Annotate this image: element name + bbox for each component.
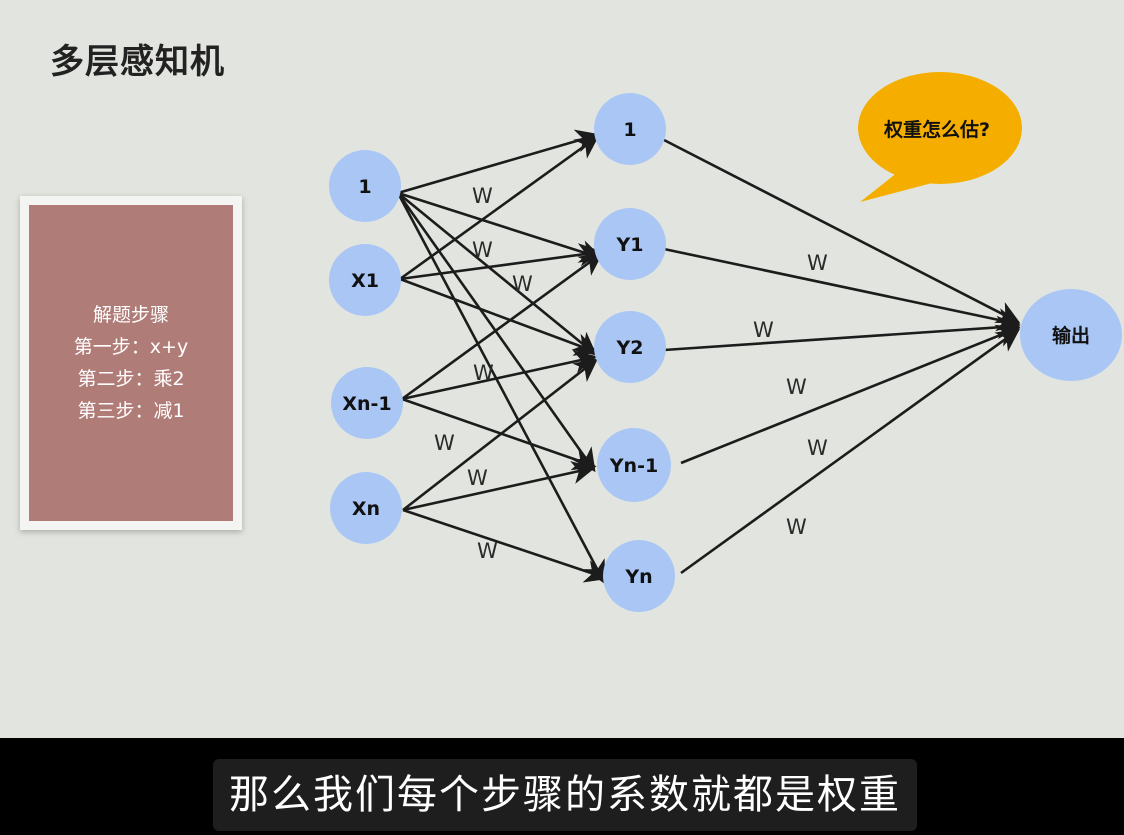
weight-label: W <box>753 318 774 342</box>
step-3: 第三步：减1 <box>77 400 185 422</box>
steps-card: 解题步骤 第一步：x+y 第二步：乘2 第三步：减1 <box>20 196 242 530</box>
node-label: Xn-1 <box>342 393 391 415</box>
output-node: 输出 <box>1020 289 1122 381</box>
node-label: 1 <box>623 119 636 141</box>
hidden-node-yn: Yn <box>603 540 675 612</box>
edge-x1-to-y2 <box>399 277 599 356</box>
weight-label: W <box>434 431 455 455</box>
weight-label: W <box>477 539 498 563</box>
network-diagram: W W W W W W W W W W W W 1 X1 Xn- <box>329 72 1122 612</box>
edge-1-to-y1 <box>397 191 604 263</box>
hidden-node-y2: Y2 <box>594 311 666 383</box>
weight-label: W <box>473 361 494 385</box>
edge-xn1-to-yn1 <box>401 397 597 471</box>
weight-label: W <box>786 515 807 539</box>
edges-input-to-hidden <box>396 129 609 585</box>
edge-y1-to-output <box>663 247 1021 332</box>
edges-hidden-to-output <box>663 138 1021 575</box>
input-node-xn: Xn <box>330 472 402 544</box>
speech-bubble: 权重怎么估? <box>858 72 1022 202</box>
weight-label: W <box>786 375 807 399</box>
subtitle-caption: 那么我们每个步骤的系数就都是权重 <box>213 759 917 831</box>
edge-x1-to-y1 <box>399 243 603 281</box>
edge-x1-to-h1 <box>399 135 600 281</box>
slide-title: 多层感知机 <box>50 42 225 82</box>
weight-labels: W W W W W W W W W W W W <box>434 184 828 563</box>
edge-xn-to-yn1 <box>402 461 596 512</box>
weight-label: W <box>467 466 488 490</box>
weight-label: W <box>472 184 493 208</box>
node-label: X1 <box>351 270 379 292</box>
edge-xn1-to-y2 <box>401 349 598 401</box>
hidden-node-y1: Y1 <box>594 208 666 280</box>
weight-label: W <box>807 436 828 460</box>
edge-1-to-y2 <box>397 191 598 356</box>
edge-1-to-h1 <box>397 129 600 195</box>
edge-h1-to-output <box>663 138 1021 324</box>
edge-xn1-to-y1 <box>401 252 604 401</box>
input-node-bias: 1 <box>329 150 401 222</box>
input-layer: 1 X1 Xn-1 Xn <box>329 150 403 544</box>
node-label: Y2 <box>616 337 644 359</box>
node-label: Xn <box>352 498 380 520</box>
steps-card-body: 解题步骤 第一步：x+y 第二步：乘2 第三步：减1 <box>29 205 233 521</box>
edge-yn-to-output <box>680 328 1021 575</box>
edge-yn1-to-output <box>680 324 1021 465</box>
hidden-node-yn-1: Yn-1 <box>597 428 671 502</box>
step-2: 第二步：乘2 <box>77 368 185 390</box>
node-label: 1 <box>358 176 371 198</box>
node-label: Yn-1 <box>609 455 658 477</box>
edge-y2-to-output <box>663 315 1021 352</box>
input-node-x1: X1 <box>329 244 401 316</box>
weight-label: W <box>512 272 533 296</box>
node-label: 输出 <box>1052 324 1090 347</box>
weight-label: W <box>472 238 493 262</box>
node-label: Yn <box>624 566 652 588</box>
slide: 多层感知机 解题步骤 第一步：x+y 第二步：乘2 第三步：减1 <box>0 0 1124 738</box>
hidden-node-bias: 1 <box>594 93 666 165</box>
speech-bubble-body <box>858 72 1022 184</box>
edge-xn-to-yn <box>402 508 609 583</box>
hidden-layer: 1 Y1 Y2 Yn-1 Yn <box>594 93 675 612</box>
node-label: Y1 <box>616 234 644 256</box>
edge-xn-to-y2 <box>402 358 599 512</box>
input-node-xn-1: Xn-1 <box>331 367 403 439</box>
speech-bubble-text: 权重怎么估? <box>883 118 990 141</box>
edge-1-to-yn <box>396 192 606 585</box>
step-1: 第一步：x+y <box>73 336 189 358</box>
weight-label: W <box>807 251 828 275</box>
steps-heading: 解题步骤 <box>92 304 169 326</box>
